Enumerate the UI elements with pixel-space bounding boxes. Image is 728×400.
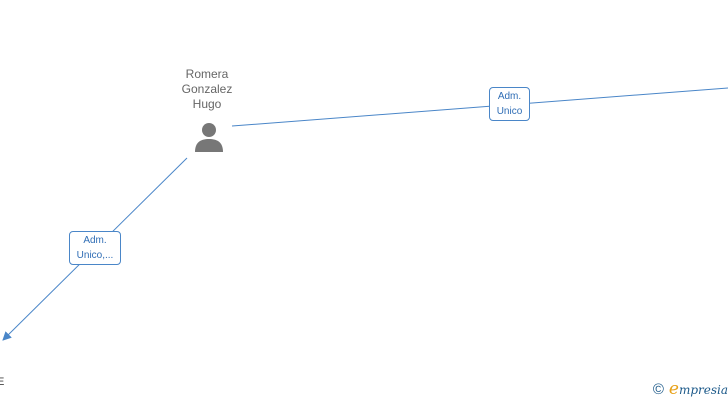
edge-label-line: Unico	[496, 106, 523, 117]
person-name-line: Hugo	[192, 97, 222, 111]
person-name-line: Romera	[185, 67, 229, 81]
edge-line-to-right-company	[231, 87, 728, 127]
person-icon[interactable]	[193, 121, 225, 153]
cut-off-company-name-line: E	[0, 376, 5, 388]
copyright-icon: ©	[652, 381, 664, 398]
edge-label-line: Unico,...	[76, 250, 114, 261]
person-name[interactable]: Romera Gonzalez Hugo	[157, 67, 257, 112]
edge-label-adm-unico[interactable]: Adm. Unico	[489, 87, 530, 121]
empresia-watermark: ©empresia	[653, 379, 728, 399]
cut-off-company-name[interactable]: E	[0, 375, 4, 389]
edge-label-line: Adm.	[83, 235, 107, 246]
edge-label-line: Adm.	[497, 91, 522, 102]
edge-label-adm-unico-more[interactable]: Adm. Unico,...	[69, 231, 121, 265]
person-name-line: Gonzalez	[181, 82, 233, 96]
brand-name: mpresia	[678, 383, 728, 397]
brand-initial: e	[668, 379, 679, 399]
